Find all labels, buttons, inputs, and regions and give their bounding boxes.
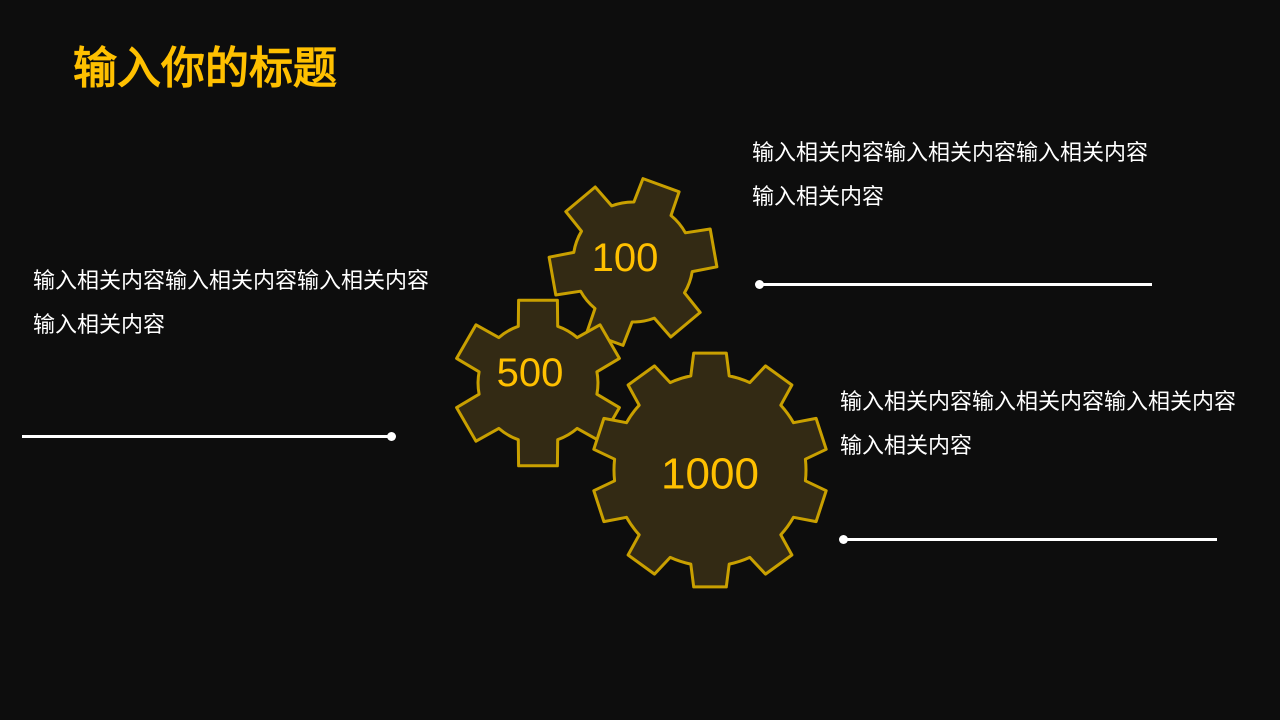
- text-line: 输入相关内容: [840, 434, 973, 459]
- gear-label: 1000: [661, 450, 759, 499]
- text-line: 输入相关内容输入相关内容输入相关内容: [752, 141, 1149, 166]
- gear-icon: [455, 298, 621, 468]
- gear-label: 500: [497, 351, 564, 395]
- text-block-top-right: 输入相关内容输入相关内容输入相关内容 输入相关内容: [752, 132, 1148, 220]
- connector-dot: [755, 280, 764, 289]
- connector-dot: [387, 432, 396, 441]
- gear-icon: [592, 351, 828, 589]
- connector-line-bottom-right: [839, 535, 1217, 544]
- connector-line-top-right: [755, 280, 1152, 289]
- text-line: 输入相关内容输入相关内容输入相关内容: [840, 390, 1237, 415]
- gear-1000: 1000: [592, 351, 828, 589]
- gear-icon: [547, 177, 719, 347]
- connector-dot: [839, 535, 848, 544]
- gear-500: 500: [455, 298, 621, 468]
- text-block-bottom-right: 输入相关内容输入相关内容输入相关内容 输入相关内容: [840, 381, 1236, 469]
- text-line: 输入相关内容: [33, 313, 166, 338]
- slide-title: 输入你的标题: [73, 43, 337, 94]
- text-block-left: 输入相关内容输入相关内容输入相关内容 输入相关内容: [33, 260, 429, 348]
- text-line: 输入相关内容输入相关内容输入相关内容: [33, 269, 430, 294]
- text-line: 输入相关内容: [752, 185, 885, 210]
- connector-line-left: [22, 432, 396, 441]
- gear-100: 100: [547, 177, 719, 347]
- gear-label: 100: [592, 236, 659, 280]
